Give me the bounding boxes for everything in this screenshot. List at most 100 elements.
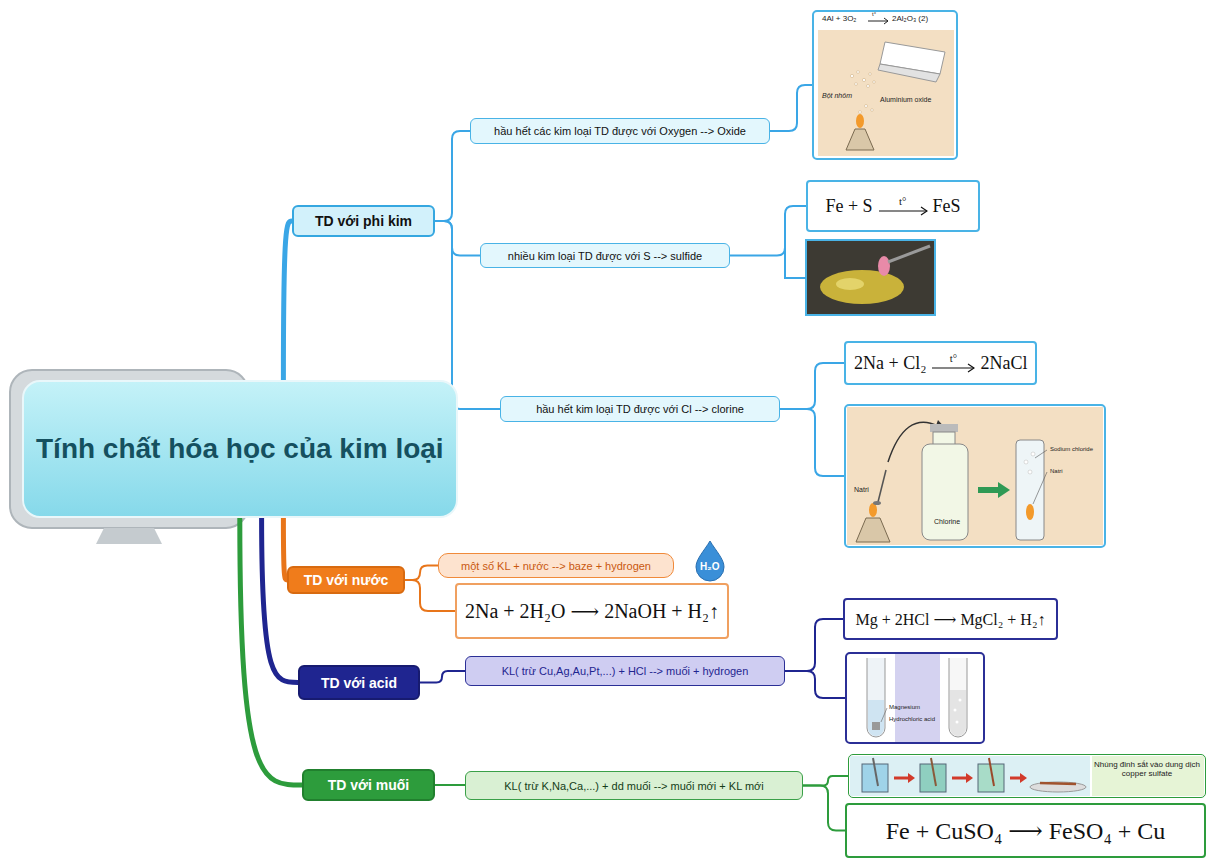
node-text: Fe + CuSO₄ ⟶ FeSO₄ + Cu [886,817,1166,845]
powder-dot [871,109,874,112]
aluminium-sheet-fold [878,64,940,82]
branch-box: TD với nước [287,566,405,594]
node-text: KL( trừ K,Na,Ca,...) + dd muối --> muối … [504,780,763,792]
step-arrow-head [966,773,973,783]
figure-box: MagnesiumHydrochloric acid [845,652,985,744]
test-tube [867,658,885,737]
node-text: TD với phi kim [315,213,412,229]
step-arrow [952,777,966,780]
test-tube [949,658,967,737]
powder-dot [869,73,872,76]
bottle-stopper [930,424,958,432]
branch-connector [283,221,292,380]
step-arrow [894,777,908,780]
glass-rod [888,246,930,262]
equation-text: Fe + S [825,196,872,217]
figure-label: Hydrochloric acid [889,716,935,723]
icon-label: H₂O [700,561,719,572]
node-text: TD với nước [304,572,389,588]
arrow-head [968,364,974,372]
spoon-cup [873,501,881,505]
glowing-spot [878,256,890,276]
reaction-photo [806,240,935,315]
arrow-shaft [932,368,974,369]
powder-dot [873,81,876,84]
branch-connector [780,409,844,476]
flame [856,114,864,128]
arrow-head [921,207,927,215]
equation-text: 2Al₂O₃ (2) [892,15,928,24]
figure-panel [847,407,1103,545]
branch-connector [803,776,848,786]
condition-text: t° [899,196,906,207]
equation-box: Mg + 2HCl ⟶ MgCl₂ + H₂↑ [843,598,1058,640]
figure-panel [818,30,954,156]
chlorine-bottle [922,444,968,540]
node-text: TD với acid [321,675,397,691]
branch-connector [730,206,806,256]
iron-nail [931,758,936,786]
equation-text: FeS [933,196,961,217]
branch-connector [785,671,845,698]
step-arrow-head [1020,773,1027,783]
equation-text: 4Al + 3O₂ [822,15,856,24]
figure-label: Bột nhôm [822,92,852,100]
node-text: TD với muối [328,777,410,793]
branch-connector [770,85,812,131]
figure-label: Magnesium [889,704,920,711]
figure-box: 4Al + 3O₂ t° 2Al₂O₃ (2) Bột nhômAluminium o… [812,10,958,160]
equation-box: 2Na + Cl₂t°2NaCl [844,341,1037,385]
equation-box: Fe + CuSO₄ ⟶ FeSO₄ + Cu [845,803,1206,858]
leader-line [881,708,887,722]
figure-panel [850,756,1090,796]
reaction-arrow [868,21,888,22]
iron-nail [989,758,994,786]
figure-panel [847,654,983,742]
branch-connector [435,131,470,221]
branch-box: TD với acid [298,665,420,700]
condition-text: t° [872,11,876,18]
figure-label: Chlorine [934,518,960,526]
powder-dot [867,85,870,88]
sulfur-powder [836,278,864,290]
branch-connector [780,363,844,409]
branch-connector [420,671,465,683]
figure-box: Nhúng đinh sắt vào dung dịch copper sulf… [848,754,1206,798]
branch-connector [803,786,845,831]
magnesium-strip [872,722,880,730]
figure-label: Natri [1050,468,1063,475]
node-text: Tính chất hóa học của kim loại [36,433,444,465]
aluminium-powder [850,71,875,114]
node-text: 2Na + 2H₂O ⟶ 2NaOH + H₂↑ [465,599,719,623]
arrow-shaft [879,211,927,212]
reaction-condition: t° [931,353,975,374]
node-text: một số KL + nước --> baze + hydrogen [461,560,651,572]
smoke-dot [1028,470,1032,474]
reaction-arrow-head [884,18,888,24]
node-text: KL( trừ Cu,Ag,Au,Pt,...) + HCl --> muối … [502,665,749,677]
powder-dot [855,83,858,86]
branch-connector [435,784,465,786]
branch-connector [240,518,302,785]
powder-dot [865,105,868,108]
figure-stripe [895,654,940,742]
figure-label: Nhúng đinh sắt vào dung dịch copper sulf… [1093,761,1201,779]
spirit-lamp [856,518,890,542]
process-arrow [978,487,998,493]
sulfur-powder [820,270,904,304]
figure-label: Natri [854,486,869,494]
powder-dot [850,74,853,77]
reacting-liquid [950,690,966,736]
equation-box: 2Na + 2H₂O ⟶ 2NaOH + H₂↑ [455,583,729,639]
copper-coated-nail [1040,783,1076,784]
figure-label: Aluminium oxide [880,96,931,104]
branch-connector [262,518,298,683]
gas-bubble [956,721,959,724]
step-arrow-head [908,773,915,783]
powder-dot [862,78,865,81]
step-arrow [1010,777,1020,780]
spirit-lamp [846,129,874,150]
powder-dot [859,111,862,114]
